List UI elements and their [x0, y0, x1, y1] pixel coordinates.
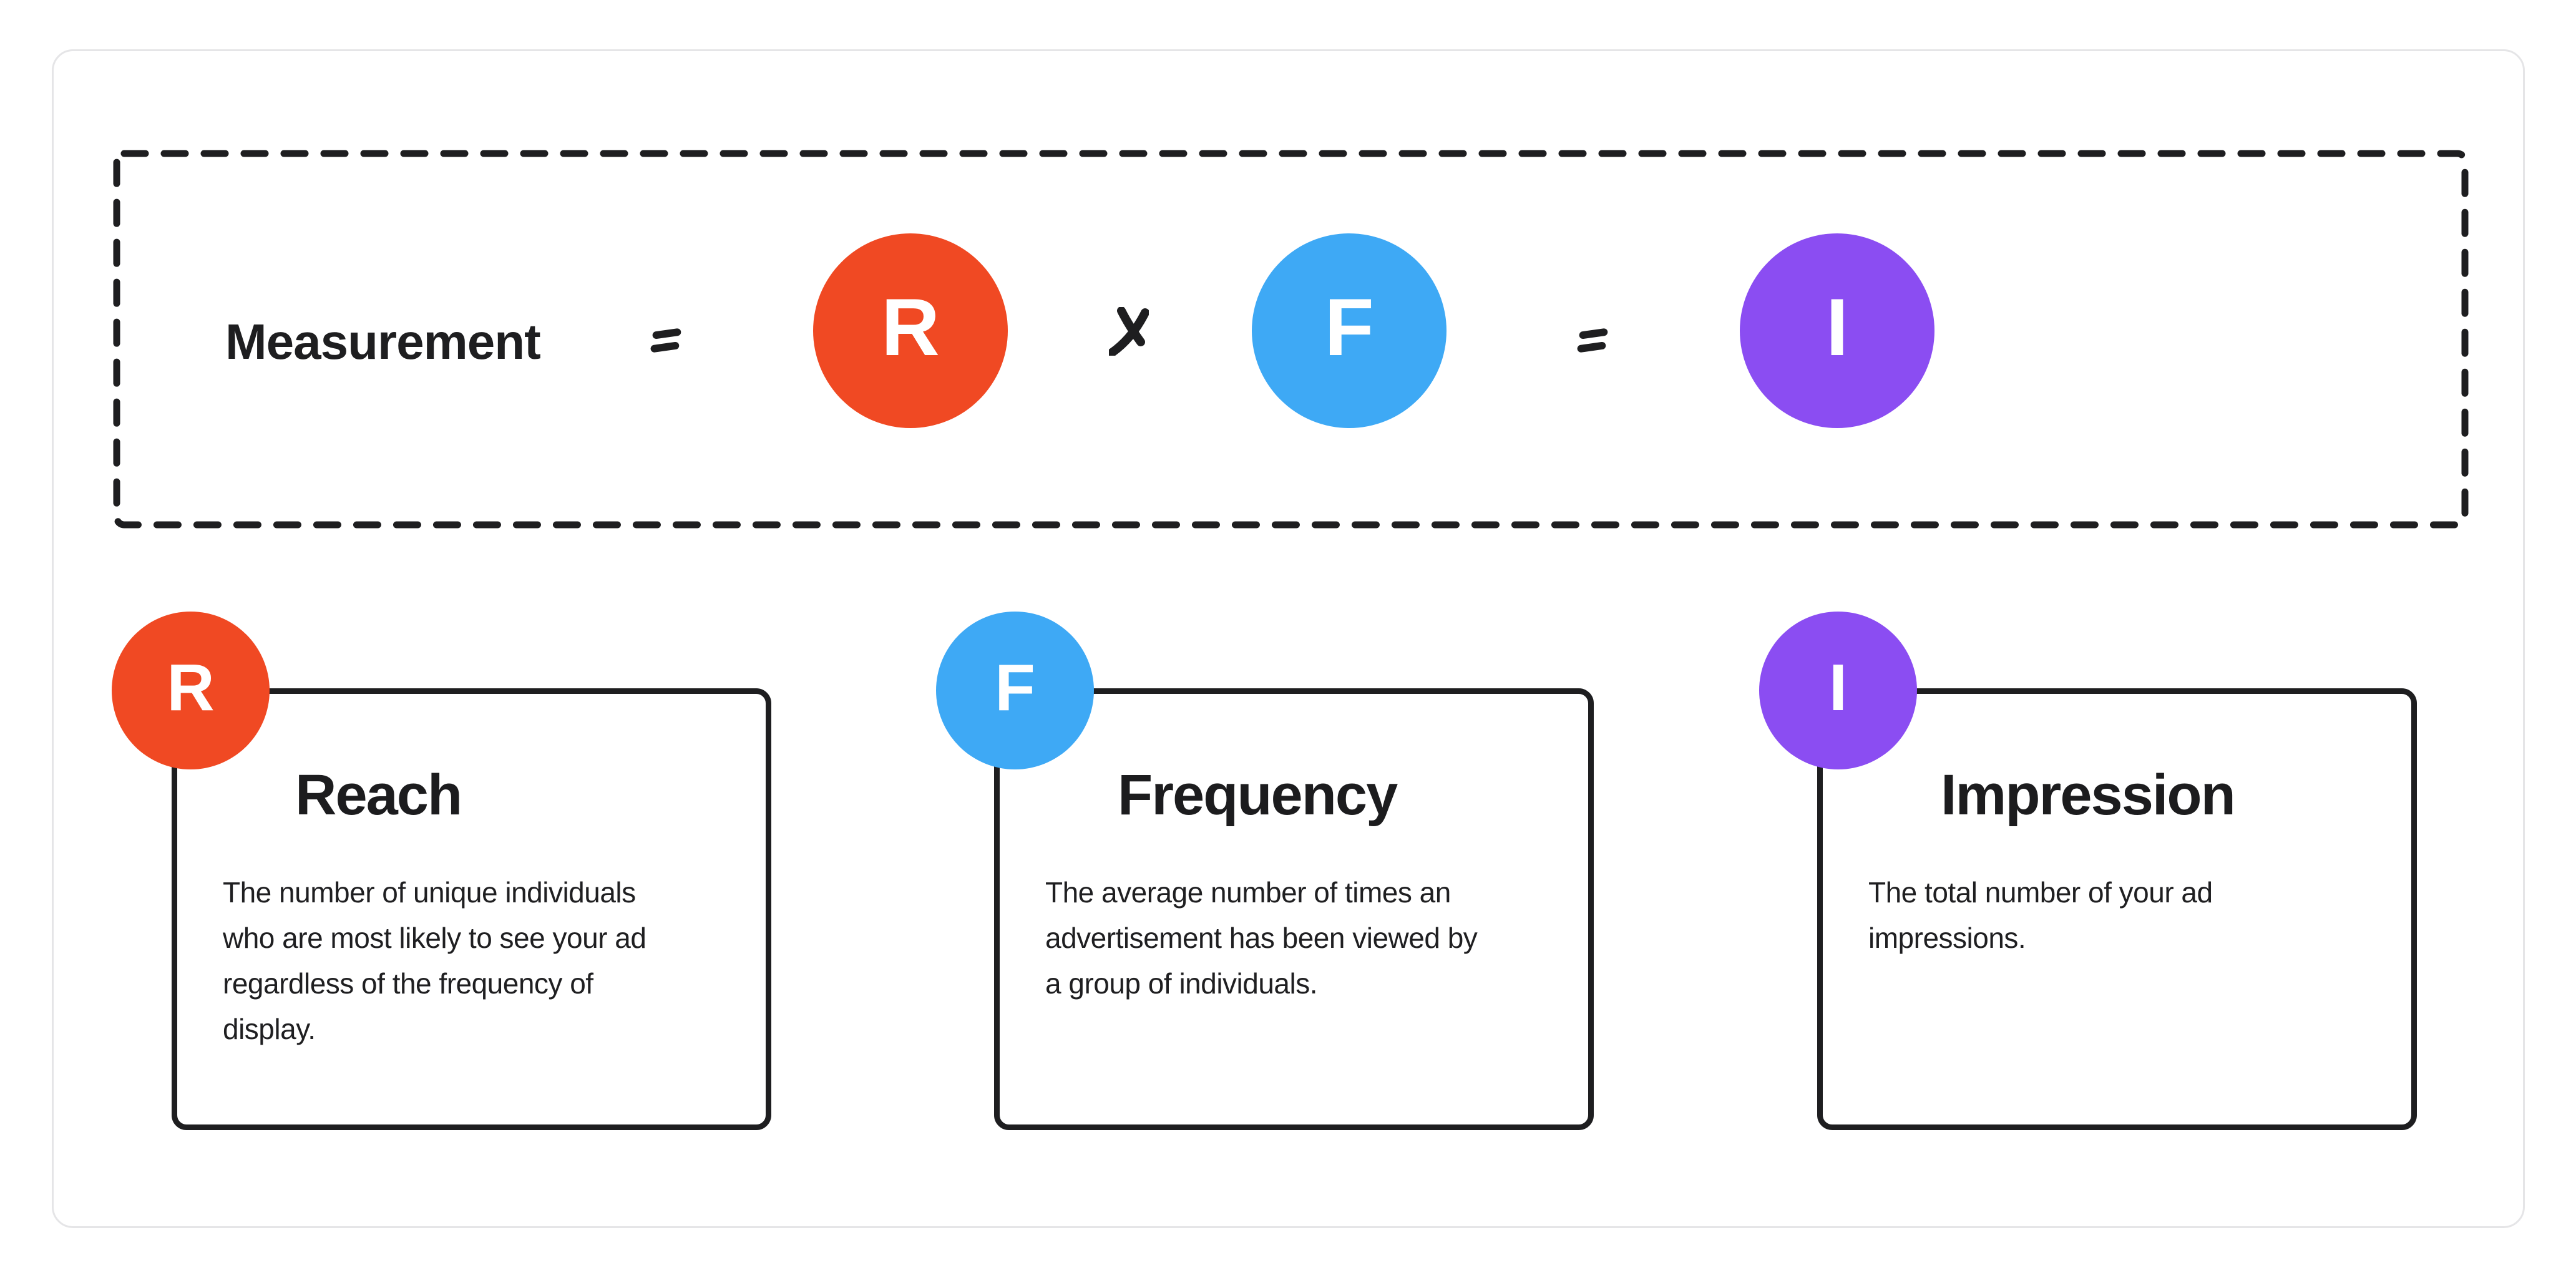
formula-circle-reach: R: [813, 233, 1008, 428]
card-title-frequency: Frequency: [1118, 763, 1398, 827]
badge-reach: R: [112, 612, 270, 769]
badge-frequency: F: [936, 612, 1094, 769]
content-card: Measurement R F I Reach The number of un…: [52, 49, 2525, 1228]
card-title-reach: Reach: [295, 763, 462, 827]
card-frequency: Frequency The average number of times an…: [994, 688, 1594, 1130]
equals-sign-1: [648, 328, 683, 354]
formula-circle-frequency: F: [1252, 233, 1447, 428]
formula-letter-f: F: [1324, 281, 1374, 373]
formula-letter-r: R: [881, 281, 940, 373]
equals-sign-2: [1575, 328, 1610, 354]
formula-circle-impression: I: [1740, 233, 1934, 428]
badge-impression: I: [1759, 612, 1917, 769]
badge-letter-r: R: [167, 650, 215, 724]
badge-letter-f: F: [995, 650, 1035, 724]
card-title-impression: Impression: [1941, 763, 2236, 827]
formula-label: Measurement: [225, 314, 541, 369]
formula-dashed-box: [113, 150, 2469, 529]
formula-letter-i: I: [1825, 281, 1849, 373]
multiply-icon: [1109, 307, 1149, 356]
badge-letter-i: I: [1828, 650, 1848, 724]
